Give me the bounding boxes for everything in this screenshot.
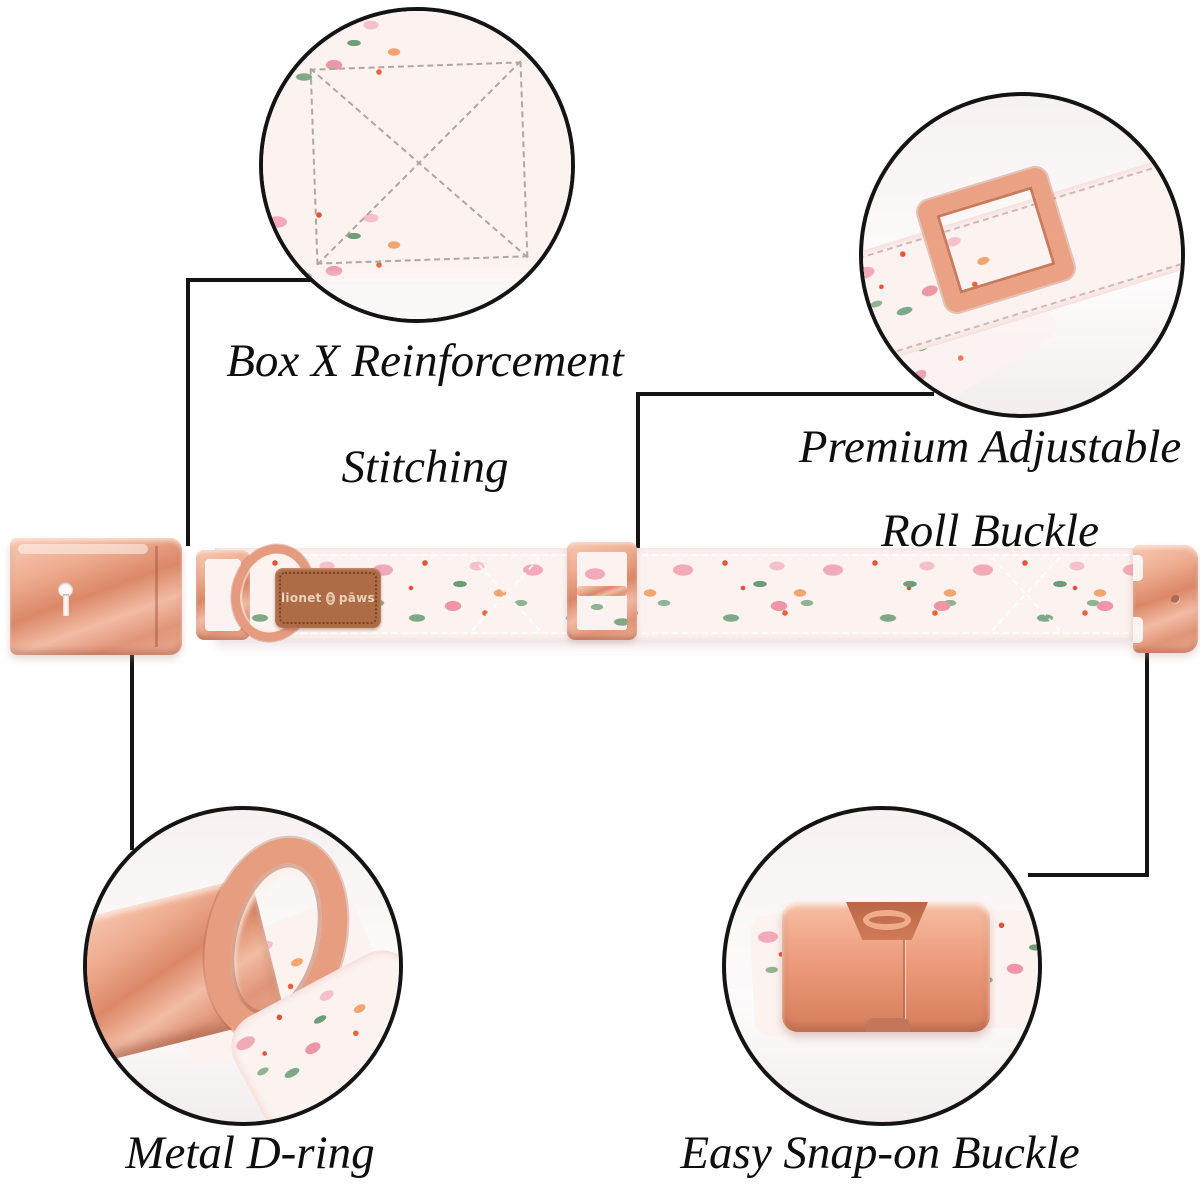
label-roll-buckle-line1: Premium Adjustable xyxy=(798,421,1182,473)
leader-line-snap-vertical xyxy=(1145,648,1149,877)
box-x-stitch xyxy=(470,554,542,634)
callout-circle-d-ring xyxy=(83,806,403,1126)
stitch-box xyxy=(309,60,529,266)
brand-word-2: pāws xyxy=(338,591,375,605)
leader-line-dring-vertical xyxy=(130,640,134,850)
brand-logo-icon xyxy=(325,591,335,605)
box-x-stitch xyxy=(990,554,1062,634)
edge-stitch-bottom xyxy=(221,632,1129,634)
metal-loop-opening xyxy=(205,559,241,631)
buckle-bottom-notch xyxy=(866,1018,910,1032)
label-snap-buckle: Easy Snap-on Buckle xyxy=(680,1127,1080,1179)
buckle-keyhole-slot xyxy=(63,594,69,616)
callout-circle-snap-buckle xyxy=(722,806,1042,1126)
label-roll-buckle-line2: Roll Buckle xyxy=(881,505,1099,557)
leader-line-rollbuckle-horizontal xyxy=(636,392,934,396)
buckle-seam xyxy=(155,546,158,647)
buckle-notch-top xyxy=(1133,555,1143,581)
buckle-keyhole xyxy=(58,582,73,597)
label-box-x-line1: Box X Reinforcement xyxy=(226,335,624,387)
leader-line-boxx-vertical xyxy=(186,278,190,546)
brand-tag: lionet pāws xyxy=(275,568,381,628)
buckle-release-opening xyxy=(846,902,928,940)
metal-loop xyxy=(196,550,250,640)
label-box-x-line2: Stitching xyxy=(341,441,509,493)
brand-tag-stitching: lionet pāws xyxy=(279,572,377,624)
right-snap-buckle xyxy=(1133,545,1198,653)
buckle-notch-bottom xyxy=(1133,617,1143,643)
buckle-shine xyxy=(18,544,148,554)
left-metal-buckle xyxy=(10,538,182,655)
collar-slider-buckle xyxy=(567,542,637,640)
label-d-ring: Metal D-ring xyxy=(125,1127,375,1179)
buckle-pin-hole xyxy=(1171,595,1180,604)
photo-backdrop xyxy=(263,279,571,319)
slider-center-bar xyxy=(577,586,627,596)
buckle-seam-closeup xyxy=(902,908,905,1026)
callout-circle-roll-buckle xyxy=(859,92,1185,418)
fabric-closeup xyxy=(263,11,571,319)
snap-buckle-closeup xyxy=(782,902,990,1032)
leader-line-rollbuckle-vertical xyxy=(636,392,640,548)
brand-word-1: lionet xyxy=(281,591,322,605)
leader-line-boxx-horizontal xyxy=(186,278,312,282)
leader-line-snap-horizontal xyxy=(1028,873,1149,877)
callout-circle-box-x xyxy=(259,7,575,323)
edge-stitch-top xyxy=(221,554,1129,556)
buckle-latch-bar xyxy=(863,910,911,930)
